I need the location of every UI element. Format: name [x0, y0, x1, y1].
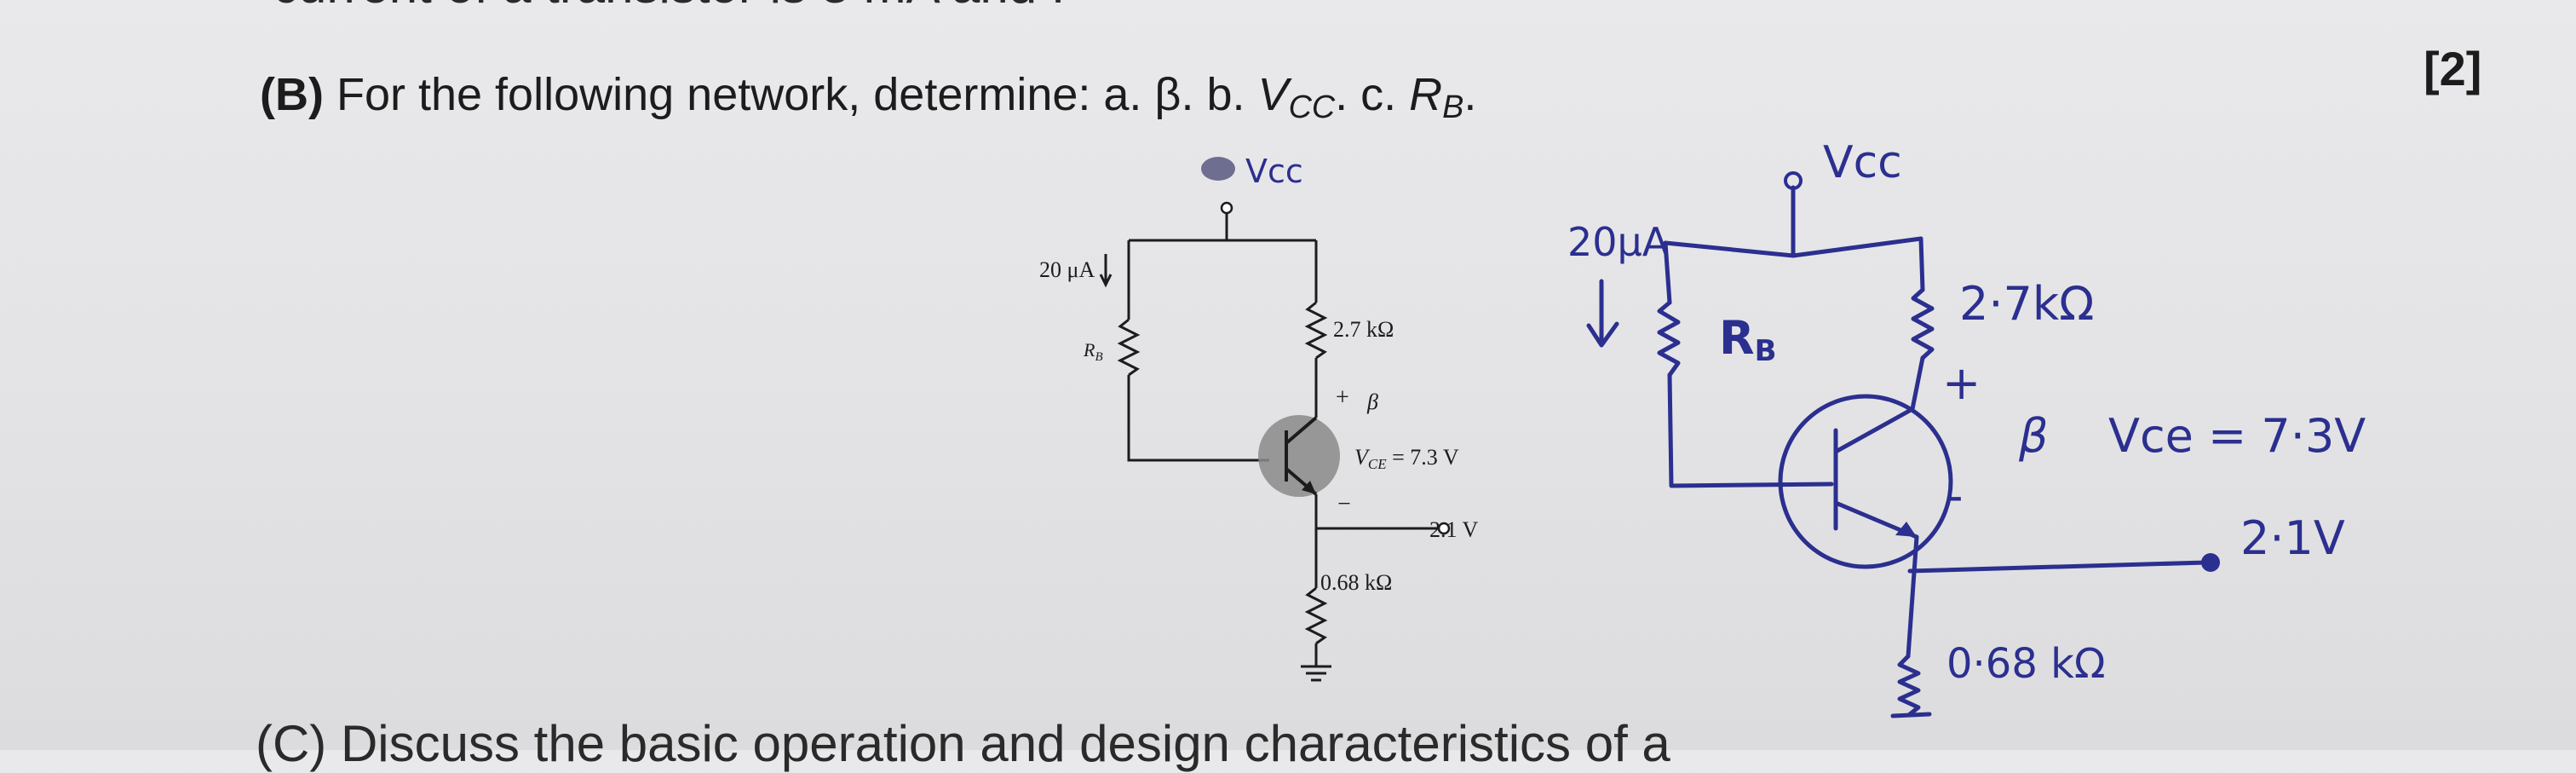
hd-beta: β: [2018, 409, 2048, 463]
printed-ve-label: 2.1 V: [1429, 517, 1479, 542]
hd-rc-resistor: [1911, 287, 1935, 361]
re-resistor: [1304, 586, 1328, 645]
printed-rb-label: RB: [1083, 339, 1103, 364]
hd-rb-label: RB: [1719, 311, 1777, 368]
hd-re-label: 0·68 kΩ: [1946, 640, 2106, 688]
hd-emitter-wire: [1906, 534, 1919, 659]
question-text-3: .: [1463, 69, 1477, 120]
hd-rb-bottom: [1667, 372, 1834, 488]
printed-vce-label: VCE = 7.3 V: [1354, 445, 1459, 472]
printed-rc-label: 2.7 kΩ: [1333, 317, 1394, 342]
printed-circuit-diagram: Vcc 20 μA RB 2.7 kΩ + β VCE = 7.3 V − 2.…: [1039, 153, 1479, 682]
hd-top-rail: [1663, 236, 1923, 258]
question-b: (B) For the following network, determine…: [260, 68, 1477, 125]
ground-symbol: [1301, 665, 1331, 682]
vcc-annotation: Vcc: [1201, 153, 1303, 190]
vcc-subscript: CC: [1288, 89, 1336, 126]
hd-ib-label: 20μA: [1567, 219, 1670, 265]
hd-re-resistor: [1897, 654, 1921, 717]
cut-off-previous-line: current of a transistor is 8 mA and I: [273, 0, 1065, 14]
rb-symbol: R: [1409, 69, 1443, 120]
hd-collector: [1833, 407, 1915, 454]
printed-re-label: 0.68 kΩ: [1320, 570, 1392, 595]
hd-minus: -: [1946, 469, 1964, 522]
hd-ve-wire: [1907, 560, 2209, 574]
hd-emitter-arrow: [1895, 522, 1917, 537]
emitter-arrow: [1302, 481, 1316, 494]
printed-beta: β: [1366, 389, 1378, 414]
rc-resistor: [1304, 301, 1328, 360]
question-text-2: . c.: [1335, 69, 1410, 120]
marks-badge: [2]: [2424, 42, 2482, 95]
cut-off-next-line: (C) Discuss the basic operation and desi…: [256, 715, 1670, 772]
hd-vcc-terminal: [1784, 171, 1803, 190]
printed-ib-label: 20 μA: [1039, 257, 1095, 282]
rb-resistor: [1117, 318, 1141, 377]
hd-rc-label: 2·7kΩ: [1959, 277, 2094, 331]
rb-subscript: B: [1442, 89, 1464, 126]
hd-plus: +: [1942, 356, 1981, 410]
question-text: For the following network, determine: a.…: [323, 69, 1258, 120]
ib-arrow-icon: [1099, 254, 1113, 288]
hd-ve-label: 2·1V: [2240, 511, 2345, 565]
transistor-body: [1258, 415, 1340, 497]
hd-transistor-body: [1778, 394, 1953, 569]
transistor-collector: [1285, 416, 1318, 445]
printed-vcc-label: Vcc: [1245, 153, 1303, 190]
printed-plus: +: [1336, 384, 1349, 411]
hd-vce-label: Vce = 7·3V: [2108, 409, 2366, 463]
vcc-terminal: [1220, 201, 1233, 215]
question-label: (B): [260, 69, 324, 120]
hd-rb-resistor: [1657, 300, 1681, 378]
hd-vcc-label: Vcc: [1823, 137, 1902, 188]
handdrawn-circuit-diagram: Vcc 20μA RB 2·7kΩ + β Vce = 7·3V - 2·1V …: [1567, 137, 2366, 718]
hd-collector-wire: [1910, 355, 1925, 412]
vcc-symbol: V: [1257, 69, 1289, 120]
printed-minus: −: [1337, 491, 1351, 517]
hd-ve-terminal: [2201, 553, 2220, 572]
ve-terminal: [1437, 522, 1451, 535]
rb-wire-bottom: [1127, 375, 1269, 462]
